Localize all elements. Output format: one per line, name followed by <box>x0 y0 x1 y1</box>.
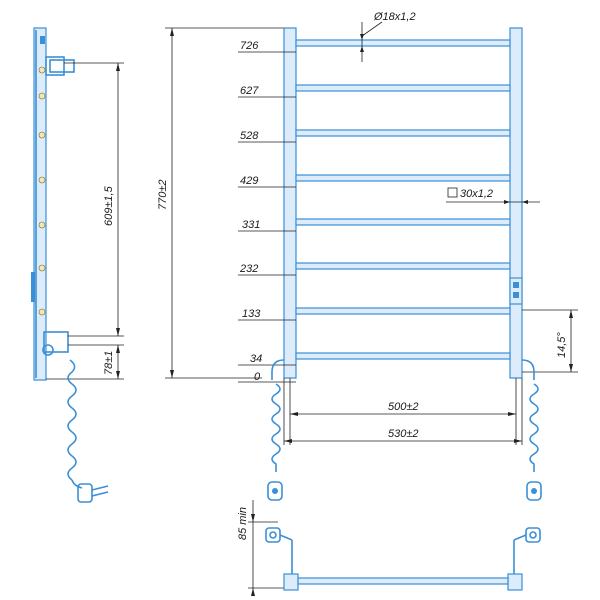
left-post <box>283 27 297 379</box>
dim-total-height: 770±2 <box>157 179 169 210</box>
rail-hole <box>38 66 46 74</box>
dim-inner-width: 500±2 <box>388 401 419 413</box>
dim-bottom-offset: 78±1 <box>103 351 115 375</box>
left-coil-cable <box>271 383 281 472</box>
dim-profile: 30х1,2 <box>460 188 493 200</box>
side-view: 609±1,5 78±1 <box>31 27 124 503</box>
right-post <box>509 27 523 379</box>
level-label: 133 <box>242 308 261 320</box>
right-connector-icon <box>513 527 541 576</box>
bottom-left-post <box>283 573 299 591</box>
bottom-view: 85 min <box>237 500 541 596</box>
level-label: 34 <box>250 353 262 365</box>
level-label: 627 <box>240 85 259 97</box>
switch-icon <box>509 277 523 305</box>
bottom-bracket <box>42 331 124 356</box>
level-label: 528 <box>240 130 259 142</box>
right-coil-cable <box>529 383 539 472</box>
top-cap <box>40 36 45 44</box>
level-label: 232 <box>239 263 258 275</box>
rail-hole <box>38 264 46 272</box>
rail-hole <box>38 131 46 139</box>
side-plug-icon <box>77 483 109 503</box>
dim-plug-height: 85 min <box>237 507 249 540</box>
left-plug-icon <box>267 481 283 501</box>
rail-hole <box>38 92 46 100</box>
top-bracket <box>45 56 124 76</box>
level-label: 726 <box>240 40 259 52</box>
level-label: 331 <box>242 219 260 231</box>
right-plug-icon <box>526 481 542 501</box>
left-connector-icon <box>265 527 293 576</box>
dim-switch-offset: 14,5° <box>556 332 568 358</box>
switch-box <box>31 272 35 302</box>
front-view: 770±2 726 627 52 <box>157 11 578 501</box>
rail-hole <box>38 308 46 316</box>
side-post <box>33 27 47 381</box>
rail-hole <box>38 221 46 229</box>
rails <box>295 39 511 360</box>
rail-hole <box>38 176 46 184</box>
bottom-rail <box>297 577 509 585</box>
square-profile-icon <box>447 187 458 198</box>
side-coil-cable <box>67 359 77 481</box>
dim-outer-width: 530±2 <box>388 428 419 440</box>
level-label: 429 <box>240 175 258 187</box>
bottom-right-post <box>507 573 523 591</box>
dim-mount-spacing: 609±1,5 <box>103 185 115 226</box>
dim-pipe-diameter: Ø18х1,2 <box>373 11 416 23</box>
level-label: 0 <box>254 371 261 383</box>
